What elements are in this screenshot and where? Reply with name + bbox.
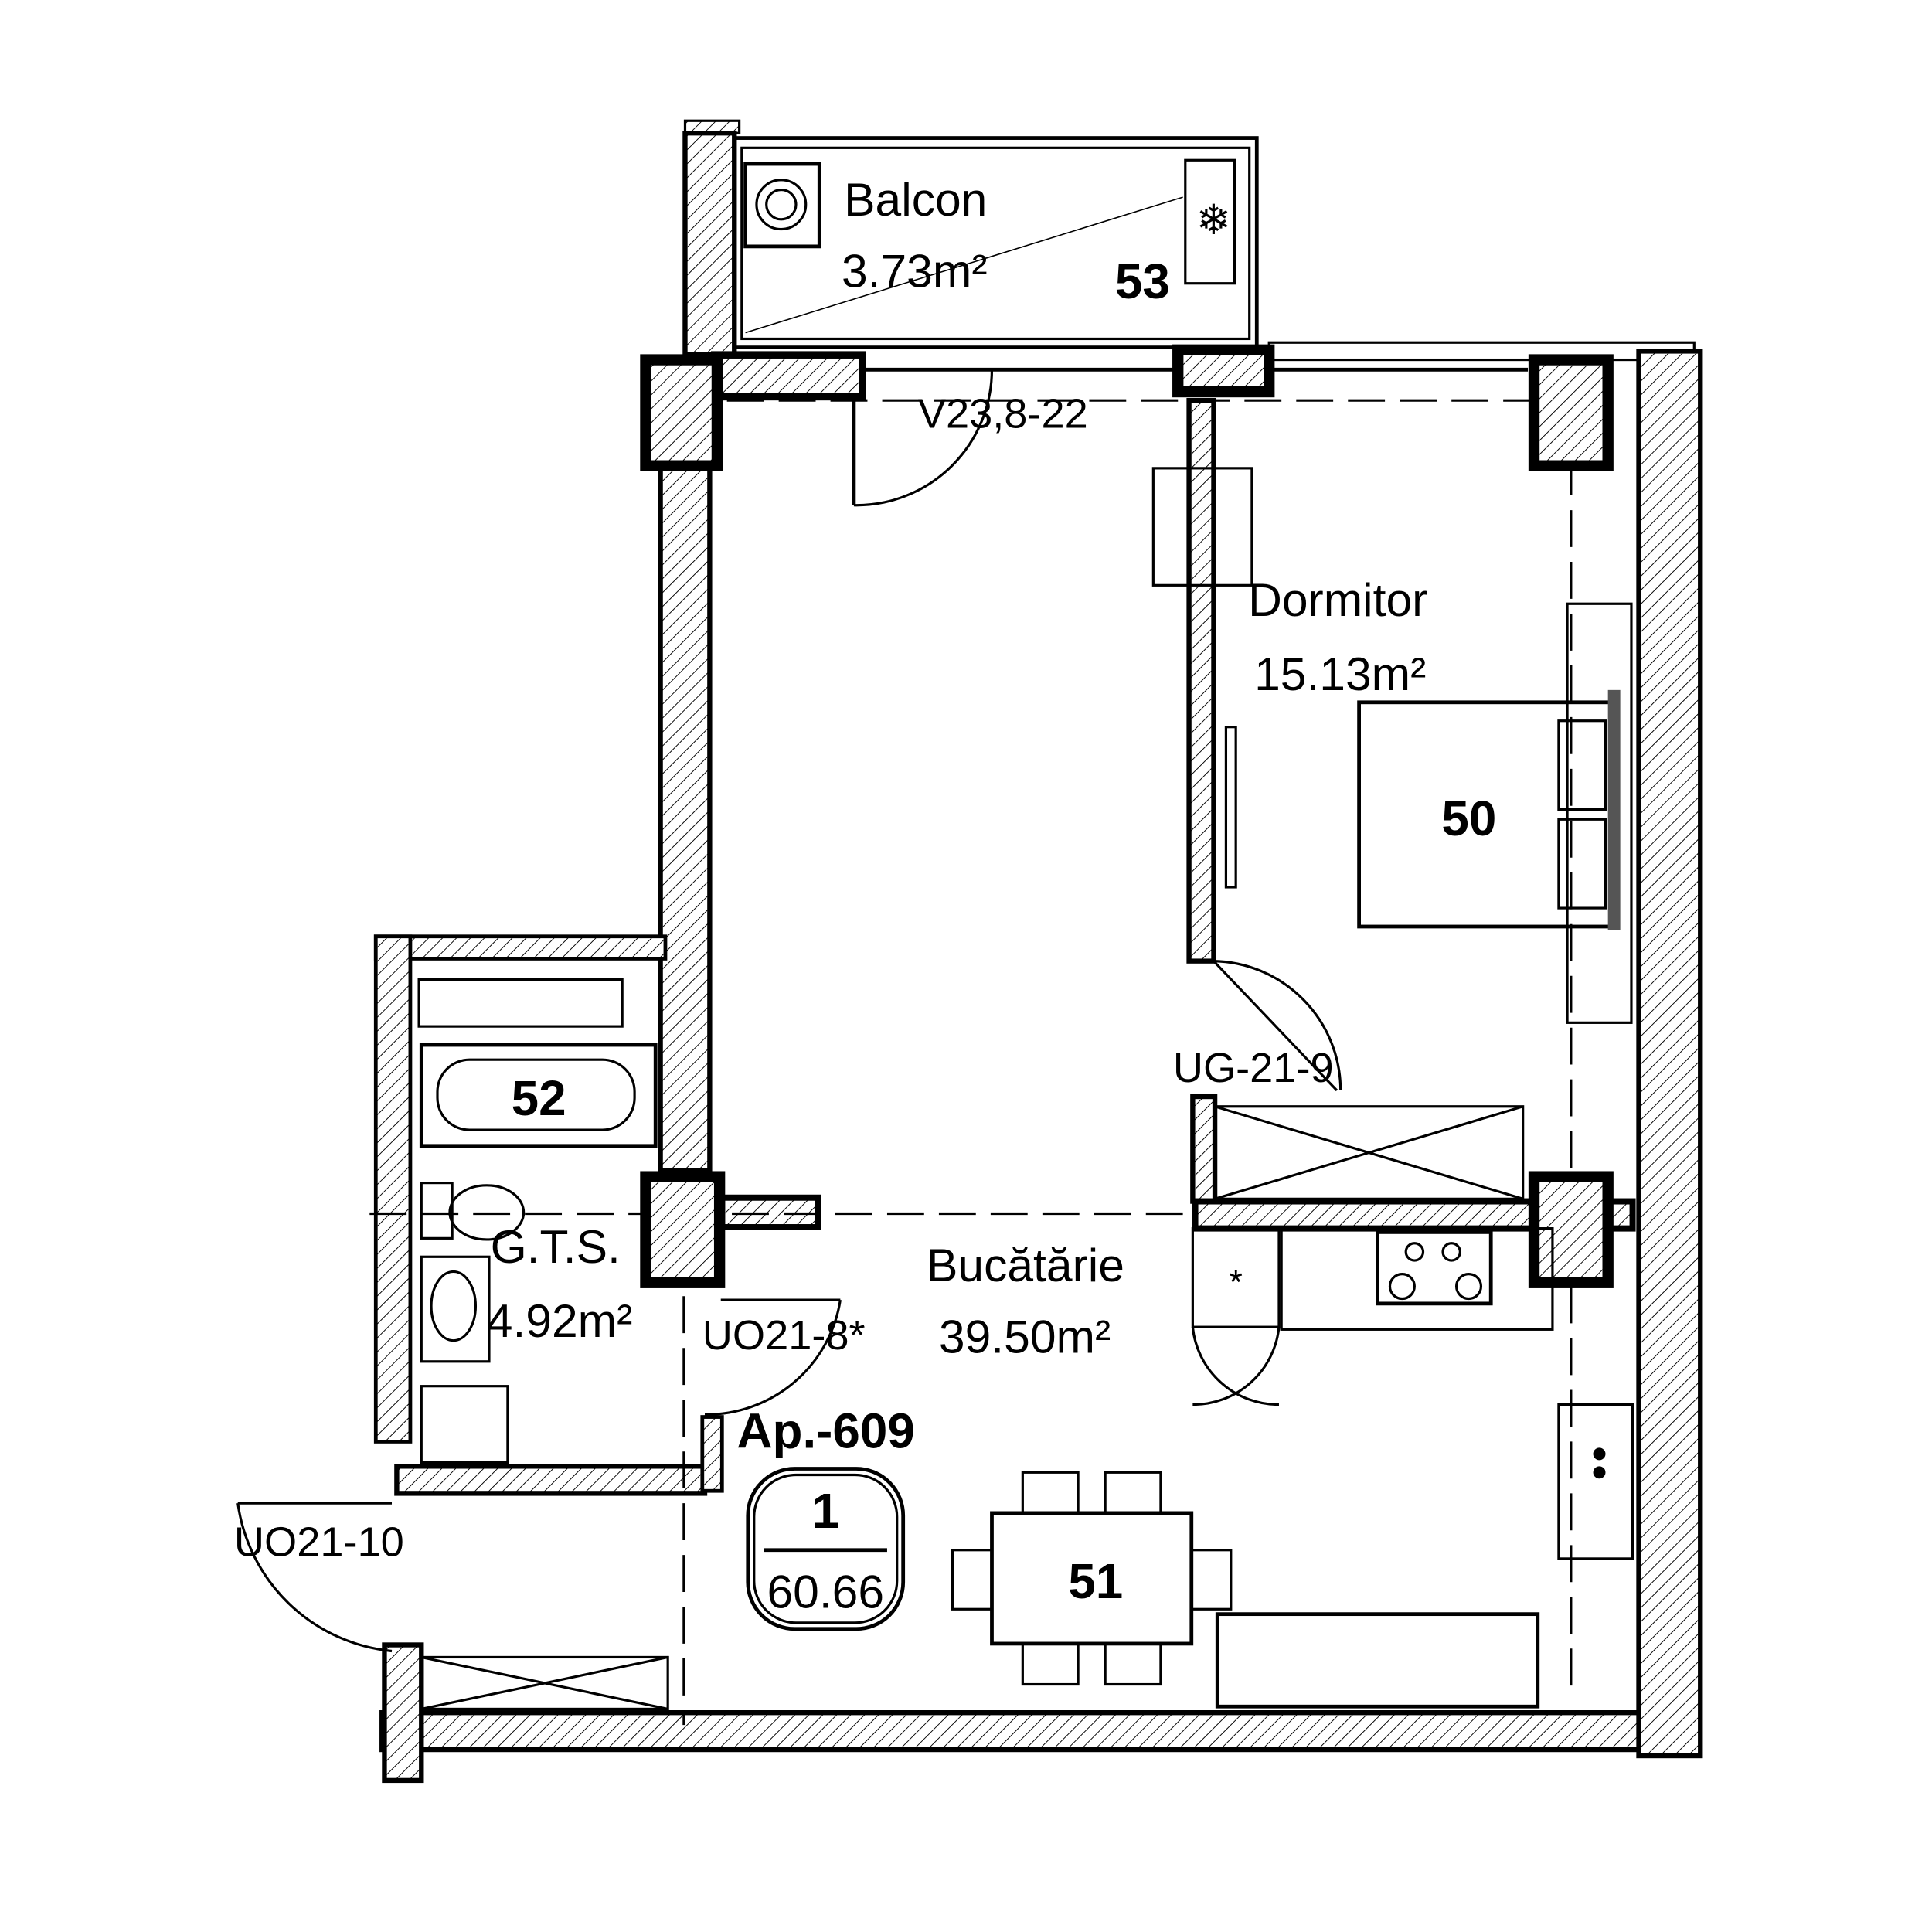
- walls: [369, 341, 1703, 1784]
- door-label: V23,8-22: [918, 390, 1088, 437]
- room-dormitor: Dormitor 15.13m² 50: [1248, 573, 1496, 846]
- apartment-rooms: 1: [812, 1483, 839, 1539]
- door-label: UG-21-9: [1173, 1045, 1334, 1091]
- bathroom-door[interactable]: [704, 1298, 842, 1416]
- apartment-label: Ap.-609: [736, 1403, 914, 1458]
- room-name: Bucătărie: [927, 1239, 1124, 1291]
- room-balcon: Balcon 3.73m² 53: [842, 173, 1170, 309]
- door-label: UO21-8*: [702, 1312, 866, 1359]
- column: [1528, 354, 1614, 471]
- room-number: 50: [1441, 791, 1496, 846]
- snowflake-icon: ❄: [1196, 197, 1231, 243]
- entrance-door[interactable]: [236, 1502, 393, 1653]
- room-number: 53: [1115, 253, 1170, 309]
- column: [1172, 344, 1275, 398]
- balcony-door[interactable]: [852, 369, 994, 507]
- stove-icon: [1376, 1230, 1493, 1306]
- shelf: [417, 978, 624, 1028]
- room-gts: G.T.S. 4.92m² 52: [487, 1070, 633, 1347]
- dining-table: [951, 1471, 1233, 1686]
- apartment-area: 60.66: [767, 1566, 884, 1618]
- column: [640, 354, 723, 471]
- door-label: UO21-10: [234, 1519, 404, 1566]
- apartment-badge: Ap.-609 1 60.66: [736, 1403, 915, 1631]
- hall-storage: [420, 1655, 669, 1711]
- boiler-icon: [420, 1385, 509, 1464]
- room-number: 51: [1068, 1553, 1123, 1609]
- column: [640, 1171, 726, 1288]
- fridge-icon: [1191, 1227, 1281, 1328]
- bed-icon: [1357, 689, 1621, 930]
- balcony: ❄: [682, 119, 1259, 358]
- storage-unit: [1213, 1105, 1525, 1200]
- room-area: 15.13m²: [1254, 648, 1426, 700]
- washing-machine-icon: [743, 162, 821, 249]
- wardrobe: [1566, 602, 1633, 1024]
- washbasin-icon: [420, 1255, 491, 1363]
- room-name: G.T.S.: [491, 1220, 621, 1273]
- room-name: Balcon: [844, 173, 987, 226]
- room-name: Dormitor: [1248, 573, 1427, 626]
- ac-unit-icon: [1184, 158, 1236, 285]
- sink-icon: [1557, 1403, 1634, 1560]
- room-number: 52: [512, 1070, 566, 1126]
- room-area: 39.50m²: [939, 1311, 1111, 1363]
- wardrobe-hallway: [1215, 1612, 1540, 1709]
- toilet-icon: [448, 1184, 526, 1241]
- radiator-icon: [1151, 467, 1253, 587]
- bathtub-icon: [419, 1043, 658, 1148]
- room-bucatarie: Bucătărie 39.50m² 51: [927, 1239, 1124, 1609]
- room-area: 3.73m²: [842, 244, 988, 297]
- room-area: 4.92m²: [487, 1294, 633, 1347]
- bedroom-door[interactable]: [1213, 960, 1342, 1092]
- kitchen-counter: *: [1191, 1227, 1634, 1560]
- tv-icon: [1224, 726, 1237, 889]
- toilet-tank: [420, 1182, 454, 1240]
- svg-text:*: *: [1229, 1264, 1242, 1301]
